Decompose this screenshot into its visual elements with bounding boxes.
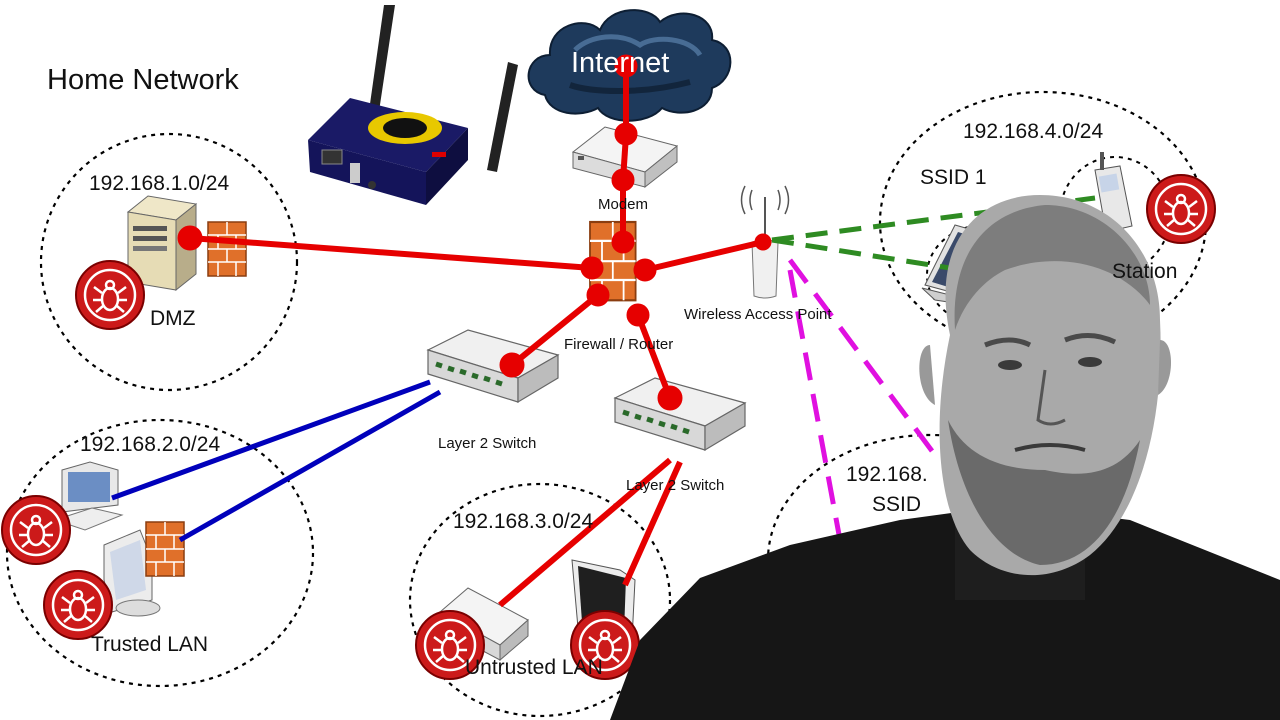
bug-icon-trusted-2 (42, 569, 114, 641)
cloud-label: Internet (571, 47, 670, 79)
bug-icon-wifi (1145, 173, 1217, 245)
zone-trusted-circle (5, 418, 315, 688)
wifi1-subnet: 192.168.4.0/24 (963, 120, 1104, 143)
untrusted-name: Untrusted LAN (465, 656, 603, 679)
bug-icon-trusted-1 (0, 494, 72, 566)
green-wireless-links (771, 195, 1096, 271)
antenna-icon (740, 185, 790, 299)
monitor-icon (103, 529, 161, 617)
bug-icon-dmz (74, 259, 146, 331)
dmz-firewall-icon (207, 221, 247, 277)
magenta-wireless-links (787, 258, 938, 541)
dmz-subnet: 192.168.1.0/24 (89, 172, 230, 195)
untrusted-subnet: 192.168.3.0/24 (453, 510, 594, 533)
red-link-nodes (177, 54, 772, 411)
wap-label: Wireless Access Point (684, 306, 832, 323)
modem-label: Modem (598, 196, 649, 213)
blue-links (111, 379, 442, 543)
wifi1-name: Station (1112, 260, 1178, 283)
wifi1-ssid: SSID 1 (920, 166, 987, 189)
switch-icon-2 (615, 378, 745, 450)
switch1-label: Layer 2 Switch (438, 435, 537, 452)
page-title: Home Network (47, 64, 239, 96)
trusted-subnet: 192.168.2.0/24 (80, 433, 221, 456)
firewall-label: Firewall / Router (564, 336, 674, 353)
router-device-icon (308, 5, 518, 205)
switch2-label: Layer 2 Switch (626, 477, 725, 494)
zone-dmz-circle (39, 132, 299, 392)
trusted-firewall-icon (145, 521, 185, 577)
trusted-name: Trusted LAN (91, 633, 209, 656)
wifi2-ssid: SSID (872, 493, 922, 516)
dmz-name: DMZ (150, 307, 196, 330)
person-overlay (610, 195, 1280, 720)
wifi2-subnet: 192.168. (846, 463, 928, 486)
zone-untrusted-circle (408, 482, 672, 718)
pc-icon (53, 461, 124, 531)
